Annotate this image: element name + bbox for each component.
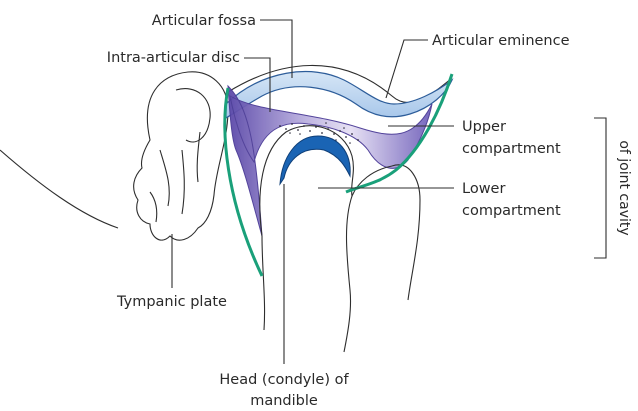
joint-cavity-bracket xyxy=(594,118,606,258)
tympanic-plate-shape xyxy=(0,72,228,240)
label-upper-compartment-2: compartment xyxy=(462,141,561,157)
label-upper-compartment-1: Upper xyxy=(462,119,506,135)
label-lower-compartment-1: Lower xyxy=(462,181,505,197)
label-joint-cavity: of joint cavity xyxy=(616,140,632,235)
leader-articular-eminence xyxy=(386,40,428,98)
label-head-condyle-2: mandible xyxy=(250,393,318,409)
label-articular-eminence: Articular eminence xyxy=(432,33,570,49)
label-tympanic-plate: Tympanic plate xyxy=(116,294,227,310)
label-articular-fossa: Articular fossa xyxy=(152,13,256,29)
label-lower-compartment-2: compartment xyxy=(462,203,561,219)
leader-articular-fossa xyxy=(260,20,292,78)
label-head-condyle-1: Head (condyle) of xyxy=(219,372,349,388)
label-intra-articular-disc: Intra-articular disc xyxy=(107,50,240,66)
condyle-head-shape xyxy=(280,136,350,184)
